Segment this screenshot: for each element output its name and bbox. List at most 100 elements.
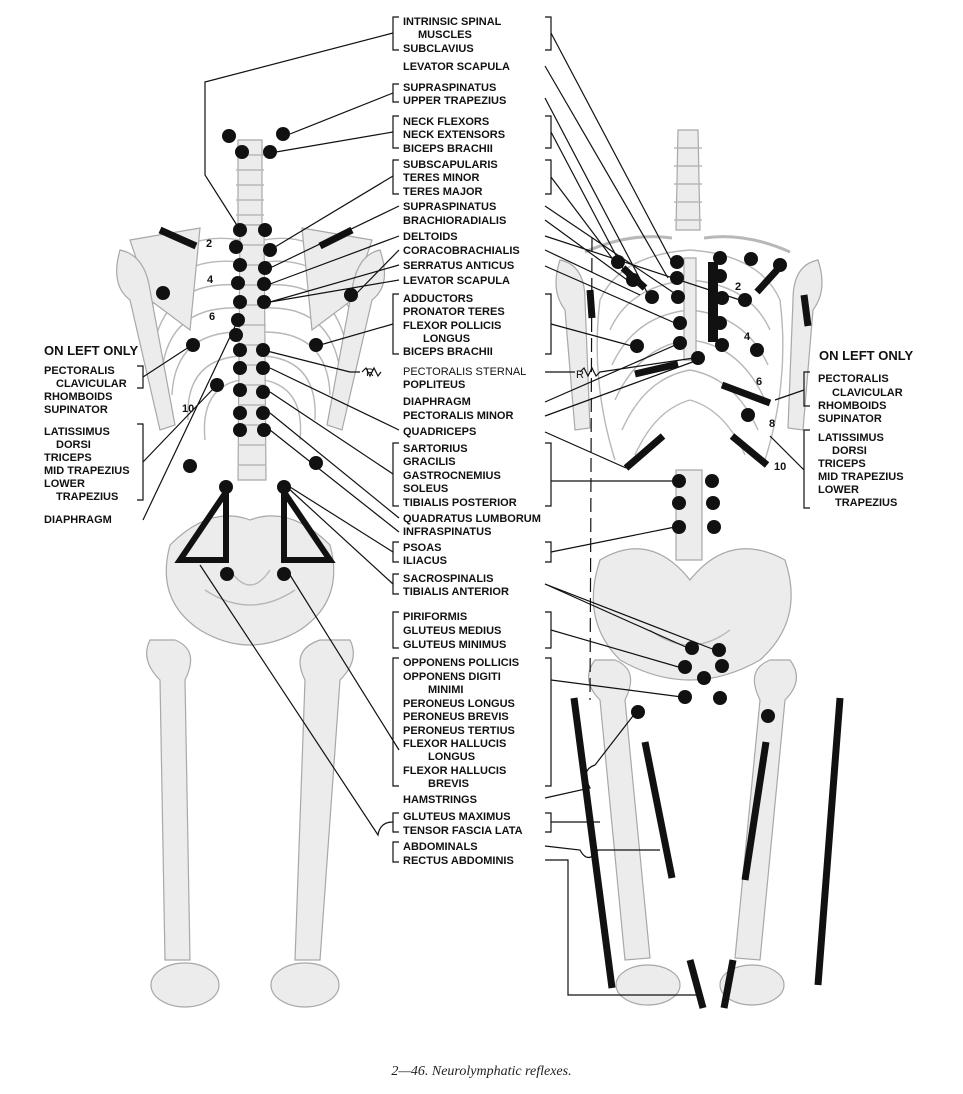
back-skeleton [116, 139, 386, 1008]
label-popliteus: POPLITEUS [403, 379, 465, 391]
label-gluteus-minimus: GLUTEUS MINIMUS [403, 639, 506, 651]
label-diaphragm: DIAPHRAGM [403, 396, 471, 408]
front-reflex-points: 2 4 6 8 10 [570, 251, 844, 1009]
label-teres-major: TERES MAJOR [403, 186, 483, 198]
label-rectus-abdominis: RECTUS ABDOMINIS [403, 855, 514, 867]
right-label-triceps: TRICEPS [818, 458, 866, 470]
left-label-pectoralis: PECTORALIS [44, 365, 115, 377]
label-sacrospinalis: SACROSPINALIS [403, 573, 493, 585]
label-subclavius: SUBCLAVIUS [403, 43, 474, 55]
label-soleus: SOLEUS [403, 483, 448, 495]
label-gluteus-maximus: GLUTEUS MAXIMUS [403, 811, 511, 823]
label-adductors: ADDUCTORS [403, 293, 473, 305]
label-opponens-pollicis: OPPONENS POLLICIS [403, 657, 519, 669]
label-quadratus-lumborum: QUADRATUS LUMBORUM [403, 513, 541, 525]
left-label-rhomboids: RHOMBOIDS [44, 391, 112, 403]
label-minimi: MINIMI [428, 684, 463, 696]
label-upper-trapezius: UPPER TRAPEZIUS [403, 95, 506, 107]
right-label-lower: LOWER [818, 484, 859, 496]
front-rib-number-10: 10 [774, 461, 786, 473]
label-coracobrachialis: CORACOBRACHIALIS [403, 245, 520, 257]
label-brevis: BREVIS [428, 778, 469, 790]
label-gracilis: GRACILIS [403, 456, 456, 468]
right-side-labels: ON LEFT ONLY PECTORALIS CLAVICULAR RHOMB… [818, 348, 913, 509]
right-label-pectoralis: PECTORALIS [818, 373, 889, 385]
label-deltoids: DELTOIDS [403, 231, 458, 243]
label-teres-minor: TERES MINOR [403, 172, 479, 184]
label-peroneus-longus: PERONEUS LONGUS [403, 698, 515, 710]
leader-lines [137, 16, 810, 996]
label-flexor-hallucis: FLEXOR HALLUCIS [403, 738, 506, 750]
label-gastrocnemius: GASTROCNEMIUS [403, 470, 501, 482]
label-tibialis-posterior: TIBIALIS POSTERIOR [403, 497, 517, 509]
label-muscles: MUSCLES [418, 29, 472, 41]
label-levator-scapula: LEVATOR SCAPULA [403, 61, 510, 73]
label-levator-scapula-2: LEVATOR SCAPULA [403, 275, 510, 287]
r-marker-back: R [366, 367, 374, 379]
label-psoas: PSOAS [403, 542, 442, 554]
label-longus: LONGUS [423, 333, 470, 345]
right-label-trapezius: TRAPEZIUS [835, 497, 897, 509]
front-skeleton [555, 129, 823, 1006]
label-subscapularis: SUBSCAPULARIS [403, 159, 498, 171]
label-gluteus-medius: GLUTEUS MEDIUS [403, 625, 501, 637]
figure-caption: 2—46. Neurolymphatic reflexes. [391, 1064, 572, 1079]
label-biceps-brachii-2: BICEPS BRACHII [403, 346, 493, 358]
front-rib-number-6: 6 [756, 376, 762, 388]
label-peroneus-brevis: PERONEUS BREVIS [403, 711, 509, 723]
label-opponens-digiti: OPPONENS DIGITI [403, 671, 501, 683]
left-side-labels: ON LEFT ONLY PECTORALIS CLAVICULAR RHOMB… [44, 343, 138, 526]
front-rib-number-8: 8 [769, 418, 775, 430]
label-flexor-hallucis-2: FLEXOR HALLUCIS [403, 765, 506, 777]
label-infraspinatus: INFRASPINATUS [403, 526, 491, 538]
right-label-mid-trapezius: MID TRAPEZIUS [818, 471, 904, 483]
label-brachioradialis: BRACHIORADIALIS [403, 215, 506, 227]
right-label-rhomboids: RHOMBOIDS [818, 400, 886, 412]
left-only-title: ON LEFT ONLY [44, 343, 138, 358]
label-pectoralis-sternal: PECTORALIS STERNAL [403, 366, 526, 378]
label-serratus-anticus: SERRATUS ANTICUS [403, 260, 514, 272]
right-label-dorsi: DORSI [832, 445, 867, 457]
label-piriformis: PIRIFORMIS [403, 611, 467, 623]
label-longus-2: LONGUS [428, 751, 475, 763]
left-label-latissimus: LATISSIMUS [44, 426, 110, 438]
left-label-clavicular: CLAVICULAR [56, 378, 127, 390]
label-iliacus: ILIACUS [403, 555, 447, 567]
left-label-lower: LOWER [44, 478, 85, 490]
rib-number-6: 6 [209, 311, 215, 323]
label-sartorius: SARTORIUS [403, 443, 468, 455]
label-peroneus-tertius: PERONEUS TERTIUS [403, 725, 515, 737]
label-supraspinatus: SUPRASPINATUS [403, 82, 496, 94]
label-neck-flexors: NECK FLEXORS [403, 116, 489, 128]
left-label-dorsi: DORSI [56, 439, 91, 451]
label-flexor-pollicis: FLEXOR POLLICIS [403, 320, 501, 332]
label-hamstrings: HAMSTRINGS [403, 794, 477, 806]
left-label-trapezius: TRAPEZIUS [56, 491, 118, 503]
rib-number-10: 10 [182, 403, 194, 415]
label-pectoralis-minor: PECTORALIS MINOR [403, 410, 513, 422]
label-biceps-brachii: BICEPS BRACHII [403, 143, 493, 155]
left-label-triceps: TRICEPS [44, 452, 92, 464]
left-label-mid-trapezius: MID TRAPEZIUS [44, 465, 130, 477]
label-supraspinatus-2: SUPRASPINATUS [403, 201, 496, 213]
center-labels: INTRINSIC SPINAL MUSCLES SUBCLAVIUS LEVA… [366, 16, 584, 867]
back-reflex-points: 2 4 6 10 [156, 127, 358, 581]
r-marker-front: R [576, 369, 584, 381]
label-intrinsic-spinal: INTRINSIC SPINAL [403, 16, 502, 28]
label-abdominals: ABDOMINALS [403, 841, 478, 853]
left-label-diaphragm: DIAPHRAGM [44, 514, 112, 526]
label-neck-extensors: NECK EXTENSORS [403, 129, 505, 141]
rib-number-2: 2 [206, 238, 212, 250]
rib-number-4: 4 [207, 274, 214, 286]
label-tibialis-anterior: TIBIALIS ANTERIOR [403, 586, 509, 598]
front-rib-number-4: 4 [744, 331, 751, 343]
label-pronator-teres: PRONATOR TERES [403, 306, 505, 318]
front-rib-number-2: 2 [735, 281, 741, 293]
label-tensor-fascia-lata: TENSOR FASCIA LATA [403, 825, 523, 837]
right-only-title: ON LEFT ONLY [819, 348, 913, 363]
right-label-clavicular: CLAVICULAR [832, 387, 903, 399]
right-label-supinator: SUPINATOR [818, 413, 882, 425]
label-quadriceps: QUADRICEPS [403, 426, 476, 438]
left-label-supinator: SUPINATOR [44, 404, 108, 416]
